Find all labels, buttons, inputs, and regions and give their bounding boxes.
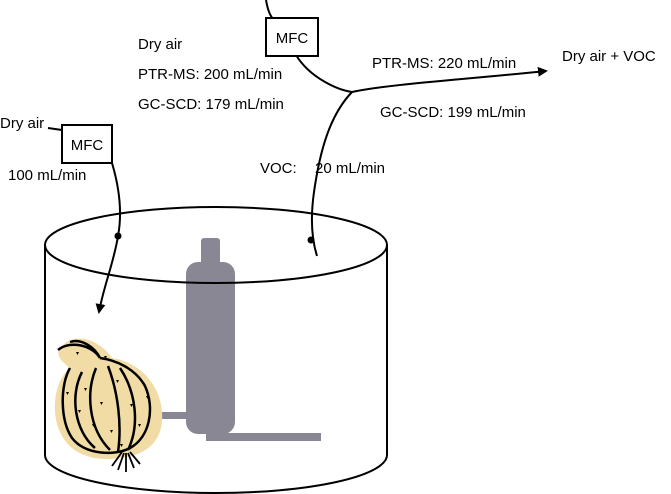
onion-layer-4 — [118, 367, 137, 451]
left-mfc: MFC — [61, 124, 113, 164]
output-gc-label: GC-SCD: 199 mL/min — [380, 104, 526, 121]
top-supply-gc-label: GC-SCD: 179 mL/min — [138, 96, 284, 113]
voc-junction-dot — [307, 236, 315, 244]
output-ptr-label: PTR-MS: 220 mL/min — [372, 55, 516, 72]
onion-layer-3 — [106, 365, 121, 453]
top-supply-gas-label: Dry air — [138, 36, 182, 53]
onion-root-2 — [117, 452, 125, 471]
top-mfc-box — [265, 17, 319, 57]
gas-cylinder-icon — [160, 238, 321, 441]
top-mfc-label: MFC — [276, 30, 309, 47]
voc-label: VOC: — [260, 160, 297, 177]
onion-root-1 — [111, 451, 123, 467]
onion-sprout — [57, 339, 102, 359]
chamber-front-rim — [44, 244, 388, 284]
cylinder-base-line — [206, 433, 321, 441]
onion-layer-1 — [74, 371, 96, 449]
left-mfc-label: MFC — [71, 137, 104, 154]
onion-layer-2 — [89, 367, 111, 451]
cylinder-valve — [201, 238, 220, 266]
onion-root-5 — [129, 451, 141, 465]
top-mfc: MFC — [265, 17, 319, 57]
mixed-outlet-tube — [351, 66, 548, 93]
left-mfc-box — [61, 124, 113, 164]
top-mfc-outlet-tube — [295, 54, 353, 93]
cylinder-body — [186, 262, 235, 434]
chamber-back-rim — [44, 206, 388, 246]
top-supply-ptr-label: PTR-MS: 200 mL/min — [138, 66, 282, 83]
onion-icon — [54, 338, 163, 472]
cylinder-side-stub — [160, 412, 188, 419]
output-product-label: Dry air + VOC — [562, 48, 656, 65]
chamber-bottom — [44, 454, 388, 494]
chamber-icon — [44, 206, 388, 494]
left-inlet-junction-dot — [114, 232, 122, 240]
left-supply-to-mfc-line — [47, 127, 63, 131]
left-supply-flow-label: 100 mL/min — [8, 167, 86, 184]
left-supply-gas-label: Dry air — [0, 115, 44, 132]
voc-flow-label: 20 mL/min — [315, 160, 385, 177]
onion-glow — [54, 338, 163, 460]
onion-root-4 — [127, 452, 135, 469]
